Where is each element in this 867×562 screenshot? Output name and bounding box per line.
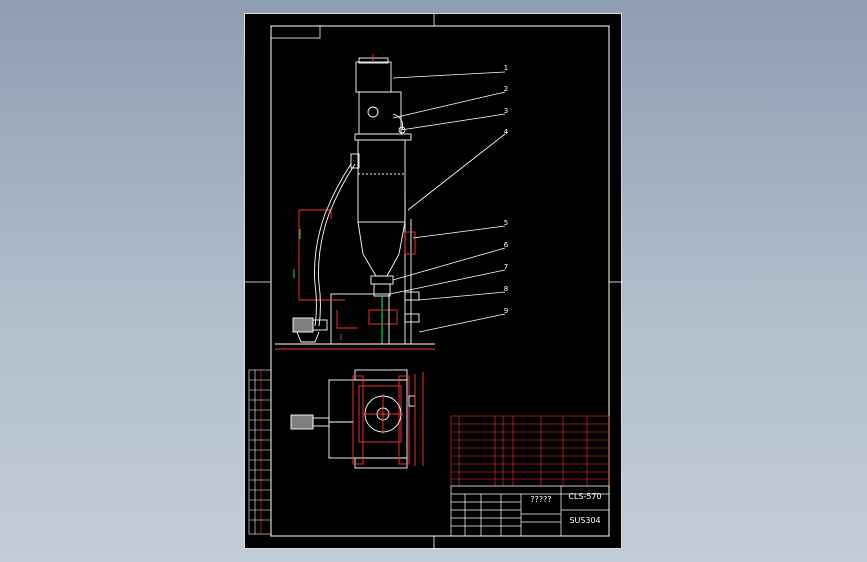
callout-8: 8: [504, 285, 508, 293]
callout-9: 9: [504, 307, 508, 315]
left-parts-strip: [248, 369, 272, 535]
callout-labels: 1 2 3 4 5 6 7 8 9: [504, 64, 509, 315]
elevation-view: [275, 54, 435, 350]
corner-label-box: [270, 25, 321, 39]
callout-5: 5: [504, 219, 508, 227]
callout-3: 3: [504, 107, 508, 115]
plan-view: [290, 369, 424, 469]
callout-2: 2: [504, 85, 508, 93]
callout-6: 6: [504, 241, 509, 249]
callout-7: 7: [504, 263, 508, 271]
drawing-title: ?????: [530, 495, 551, 504]
callout-1: 1: [504, 64, 508, 72]
title-block: [450, 485, 610, 537]
drawing-sheet: 1 2 3 4 5 6 7 8 9: [244, 13, 623, 550]
callout-4: 4: [504, 128, 509, 136]
material: SUS304: [569, 516, 600, 525]
leader-lines: [389, 71, 506, 333]
inner-frame: [270, 25, 610, 537]
cad-drawing: 1 2 3 4 5 6 7 8 9: [245, 14, 623, 550]
centering-marks: [245, 14, 623, 550]
drawing-number: CLS-570: [568, 492, 601, 501]
bom-table: [450, 415, 610, 487]
